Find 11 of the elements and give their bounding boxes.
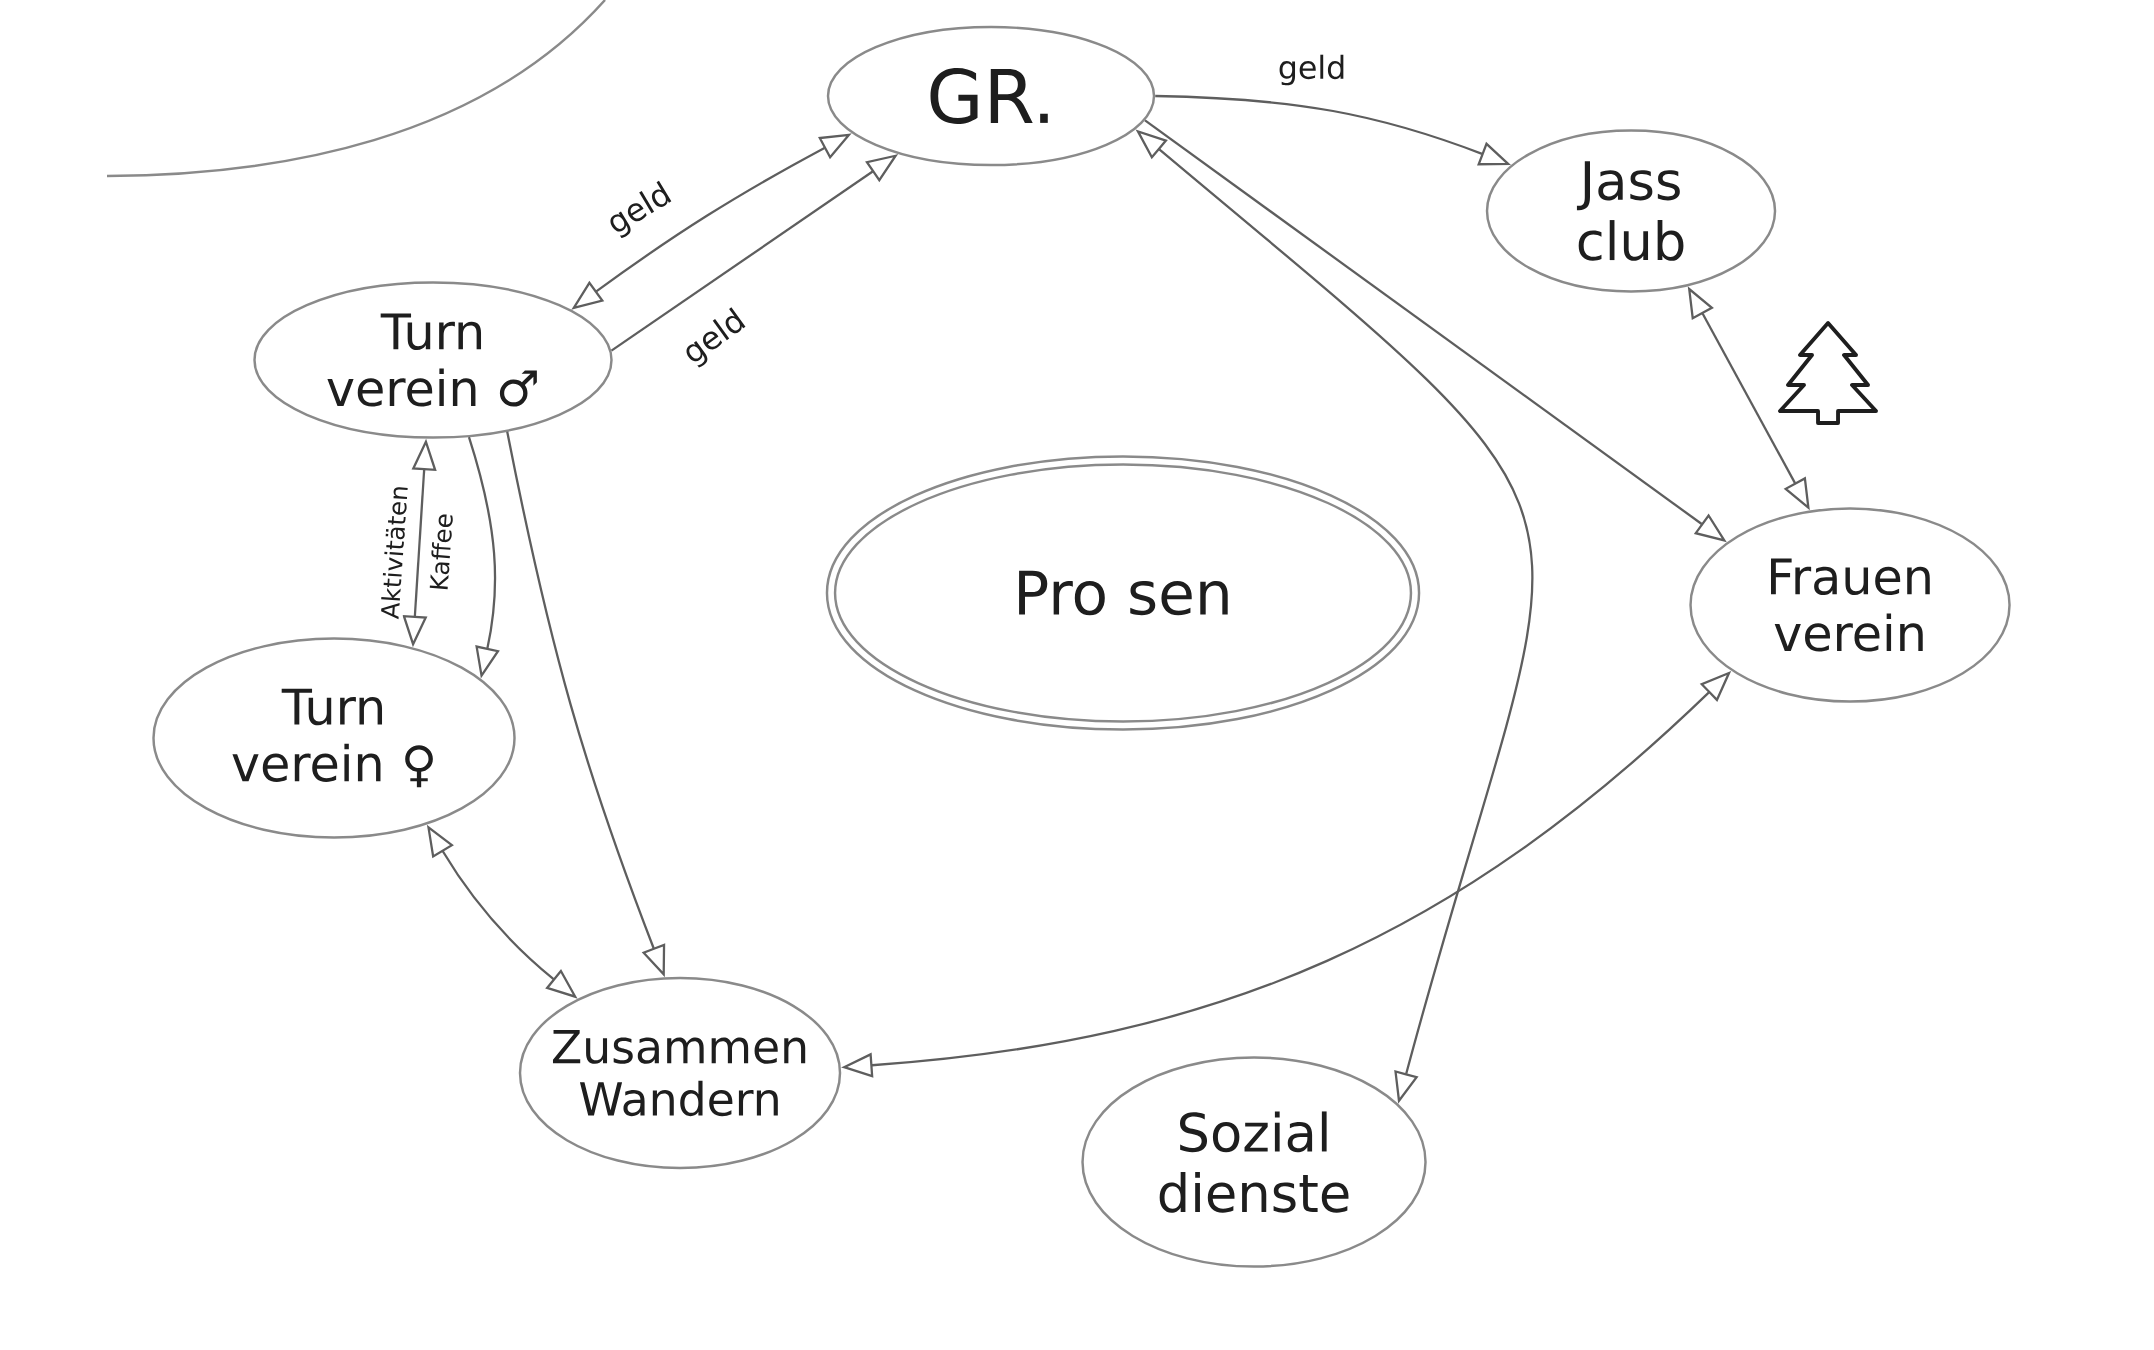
oval-node: GR. [826, 25, 1156, 167]
oval-node: Pro sen [825, 455, 1421, 731]
edge-label: Kaffee [425, 508, 457, 596]
oval-node: Turn verein ♀ [152, 637, 516, 839]
oval-node: Turn verein ♂ [253, 281, 613, 439]
oval-node: Sozial dienste [1081, 1056, 1427, 1268]
oval-node: Zusammen Wandern [518, 976, 842, 1170]
edge-label: Aktivitäten [376, 480, 412, 624]
oval-node: Frauen verein [1689, 507, 2011, 703]
edge-label: geld [1274, 51, 1350, 89]
oval-node: Jass club [1485, 129, 1777, 293]
